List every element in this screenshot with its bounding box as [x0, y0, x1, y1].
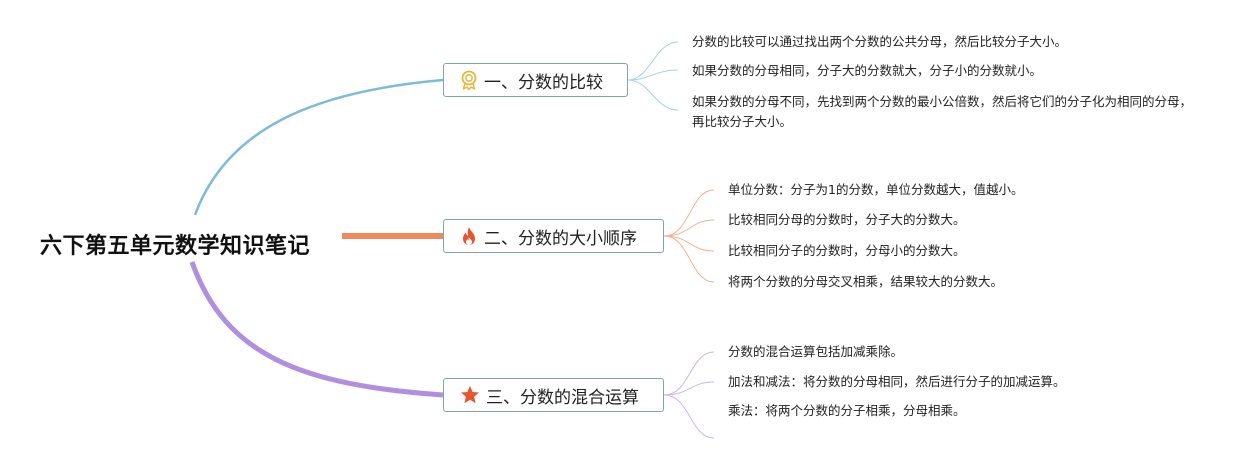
leaf-item[interactable]: 单位分数：分子为1的分数，单位分数越大，值越小。 — [728, 182, 1024, 197]
connector-b1-leaf3 — [627, 79, 679, 111]
leaf-item[interactable]: 乘法：将两个分数的分子相乘，分母相乘。 — [728, 403, 966, 418]
leaf-item[interactable]: 比较相同分母的分数时，分子大的分数大。 — [728, 212, 966, 227]
branch-fraction-comparison[interactable]: 一、分数的比较 — [443, 63, 628, 97]
leaf-item[interactable]: 比较相同分子的分数时，分母小的分数大。 — [728, 243, 966, 258]
connector-b3-leaf2 — [663, 381, 715, 396]
connector-root-branch1 — [193, 78, 444, 216]
connector-b2-leaf1 — [663, 189, 715, 237]
leaf-item[interactable]: 分数的混合运算包括加减乘除。 — [728, 344, 904, 359]
branch-label: 二、分数的大小顺序 — [484, 228, 637, 249]
connector-b2-leaf2 — [663, 219, 715, 237]
branch-fraction-order[interactable]: 二、分数的大小顺序 — [443, 219, 664, 253]
leaf-item[interactable]: 如果分数的分母相同，分子大的分数就大，分子小的分数就小。 — [692, 63, 1043, 78]
root-topic[interactable]: 六下第五单元数学知识笔记 — [40, 234, 311, 259]
connector-b1-leaf1 — [627, 41, 679, 81]
leaf-item[interactable]: 分数的比较可以通过找出两个分数的公共分母，然后比较分子大小。 — [692, 34, 1068, 49]
branch-label: 三、分数的混合运算 — [486, 387, 639, 408]
award-ribbon-icon — [460, 70, 478, 90]
branch-label: 一、分数的比较 — [484, 72, 603, 93]
leaf-item[interactable]: 如果分数的分母不同，先找到两个分数的最小公倍数，然后将它们的分子化为相同的分母，… — [692, 94, 1193, 129]
connector-b1-leaf2 — [627, 69, 679, 81]
star-icon — [460, 385, 480, 405]
fire-icon — [460, 226, 478, 246]
connector-b2-leaf3 — [663, 235, 715, 252]
branch-mixed-operations[interactable]: 三、分数的混合运算 — [443, 378, 664, 412]
leaf-item[interactable]: 加法和减法：将分数的分母相同，然后进行分子的加减运算。 — [728, 374, 1066, 389]
connector-b3-leaf3 — [663, 394, 715, 439]
connector-root-branch3 — [189, 261, 444, 398]
leaf-item[interactable]: 将两个分数的分母交叉相乘，结果较大的分数大。 — [728, 274, 1004, 289]
connector-b3-leaf1 — [663, 351, 715, 396]
connector-b2-leaf4 — [663, 235, 715, 283]
